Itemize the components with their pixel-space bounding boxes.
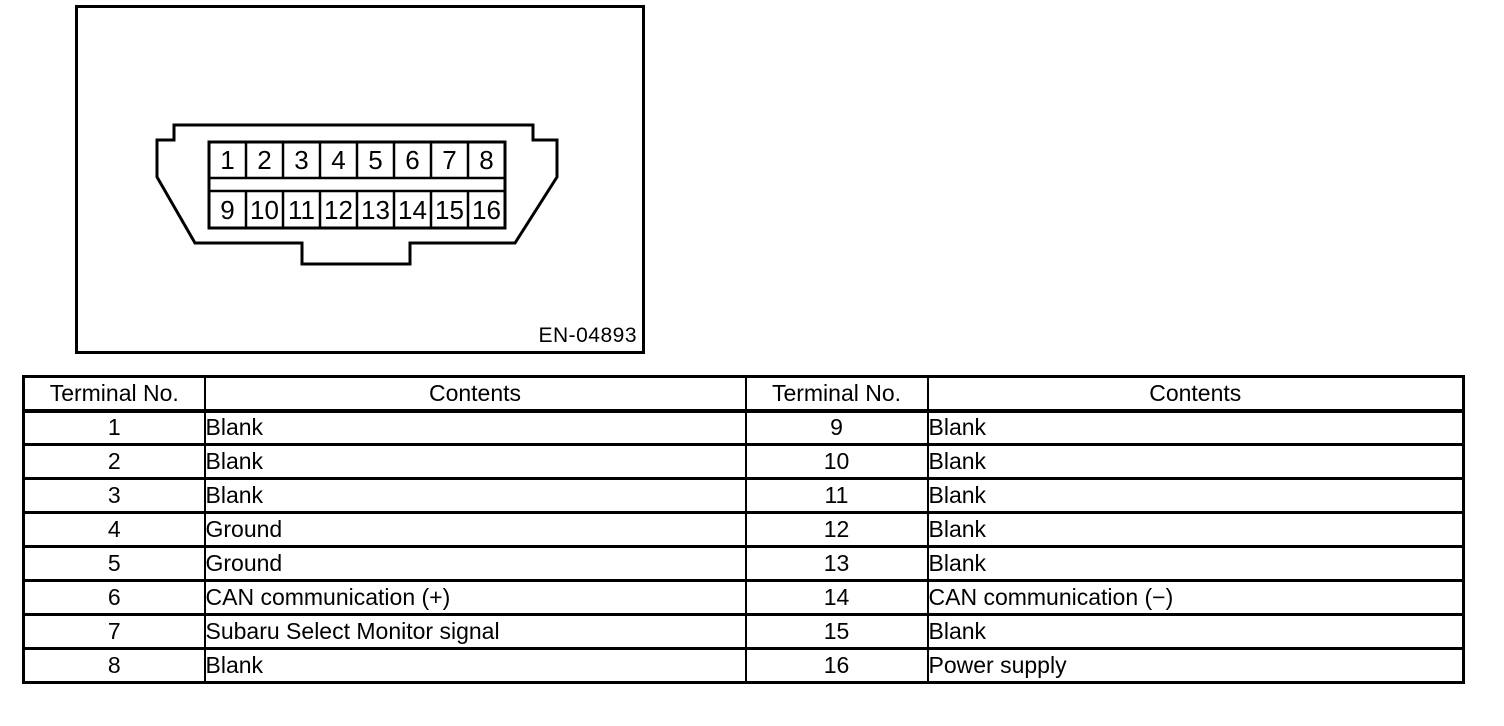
pinout-table: Terminal No. Contents Terminal No. Conte… [22, 375, 1465, 684]
header-terminal-right: Terminal No. [744, 375, 929, 413]
table-row: 8 Blank 16 Power supply [22, 647, 1465, 684]
terminal-cell: 15 [744, 613, 929, 650]
contents-cell: Blank [926, 613, 1465, 650]
pin-number: 11 [288, 195, 315, 225]
pin-number: 1 [220, 145, 234, 175]
figure-code-label: EN-04893 [538, 324, 637, 347]
connector-outline [155, 123, 559, 266]
contents-cell: Blank [926, 477, 1465, 514]
pin-numbers-top: 1 2 3 4 5 6 7 8 [220, 145, 493, 175]
contents-cell: Ground [203, 545, 747, 582]
terminal-cell: 8 [22, 647, 206, 684]
pin-number: 2 [257, 145, 271, 175]
header-contents-right: Contents [926, 375, 1465, 413]
pin-number: 13 [361, 195, 390, 225]
pin-grid [207, 140, 507, 230]
contents-cell: Blank [203, 443, 747, 480]
terminal-cell: 1 [22, 409, 206, 446]
terminal-cell: 9 [744, 409, 929, 446]
terminal-cell: 2 [22, 443, 206, 480]
contents-cell: Blank [203, 477, 747, 514]
table-header-row: Terminal No. Contents Terminal No. Conte… [22, 375, 1465, 413]
pin-number: 15 [435, 195, 464, 225]
table-row: 5 Ground 13 Blank [22, 545, 1465, 582]
contents-cell: Blank [203, 409, 747, 446]
table-row: 4 Ground 12 Blank [22, 511, 1465, 548]
pin-number: 5 [368, 145, 382, 175]
table-row: 3 Blank 11 Blank [22, 477, 1465, 514]
pin-number: 6 [405, 145, 419, 175]
terminal-cell: 6 [22, 579, 206, 616]
contents-cell: Blank [926, 545, 1465, 582]
contents-cell: Blank [203, 647, 747, 684]
contents-cell: Blank [926, 511, 1465, 548]
pin-number: 8 [479, 145, 493, 175]
contents-cell: Ground [203, 511, 747, 548]
contents-cell: Blank [926, 443, 1465, 480]
terminal-cell: 7 [22, 613, 206, 650]
table-row: 1 Blank 9 Blank [22, 409, 1465, 446]
header-contents-left: Contents [203, 375, 747, 413]
pin-number: 14 [398, 195, 427, 225]
pin-numbers-bottom: 9 10 11 12 13 14 15 16 [220, 195, 501, 225]
terminal-cell: 12 [744, 511, 929, 548]
terminal-cell: 11 [744, 477, 929, 514]
header-terminal-left: Terminal No. [22, 375, 206, 413]
pin-number: 4 [331, 145, 345, 175]
contents-cell: Subaru Select Monitor signal [203, 613, 747, 650]
pin-number: 3 [294, 145, 308, 175]
terminal-cell: 10 [744, 443, 929, 480]
contents-cell: CAN communication (+) [203, 579, 747, 616]
connector-figure: 1 2 3 4 5 6 7 8 9 10 11 12 13 14 15 16 E… [75, 5, 645, 354]
terminal-cell: 16 [744, 647, 929, 684]
terminal-cell: 4 [22, 511, 206, 548]
pin-number: 9 [220, 195, 234, 225]
contents-cell: CAN communication (−) [926, 579, 1465, 616]
pin-number: 16 [472, 195, 501, 225]
table-row: 2 Blank 10 Blank [22, 443, 1465, 480]
terminal-cell: 3 [22, 477, 206, 514]
pin-number: 10 [250, 195, 279, 225]
contents-cell: Power supply [926, 647, 1465, 684]
table-row: 6 CAN communication (+) 14 CAN communica… [22, 579, 1465, 616]
contents-cell: Blank [926, 409, 1465, 446]
table-row: 7 Subaru Select Monitor signal 15 Blank [22, 613, 1465, 650]
pin-number: 7 [442, 145, 456, 175]
pin-number: 12 [324, 195, 353, 225]
connector-diagram: 1 2 3 4 5 6 7 8 9 10 11 12 13 14 15 16 [155, 123, 559, 266]
terminal-cell: 14 [744, 579, 929, 616]
terminal-cell: 13 [744, 545, 929, 582]
terminal-cell: 5 [22, 545, 206, 582]
